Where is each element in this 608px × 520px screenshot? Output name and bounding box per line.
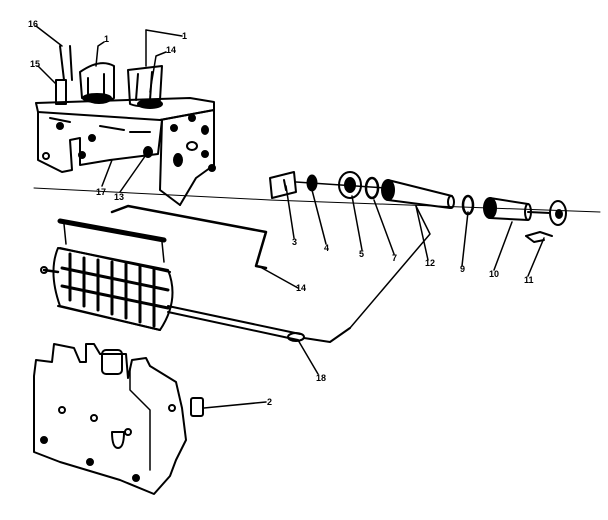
callout-12: 12 (425, 258, 436, 268)
callout-18: 18 (316, 373, 327, 383)
spring-bar (57, 218, 167, 263)
callout-9: 9 (460, 264, 466, 274)
callout-2: 2 (267, 397, 273, 407)
capacitor-left (79, 62, 115, 104)
callout-14-top: 14 (166, 45, 177, 55)
callout-15: 15 (30, 59, 41, 69)
callout-5: 5 (359, 249, 365, 259)
callout-14-wire: 14 (296, 283, 307, 293)
callout-17: 17 (96, 187, 107, 197)
wire-link (110, 204, 268, 270)
callout-7: 7 (392, 253, 398, 263)
callout-13: 13 (114, 192, 125, 202)
end-bracket-11 (525, 200, 567, 243)
shaft-rod (167, 305, 351, 343)
bracket-housing (35, 97, 216, 206)
callout-11: 11 (524, 275, 534, 285)
leader-lines (35, 25, 545, 409)
callout-16: 16 (28, 19, 39, 29)
callout-1-left: 1 (104, 34, 110, 44)
terminal-post (55, 45, 73, 105)
spacer-tube-12 (381, 179, 455, 209)
callout-10: 10 (489, 269, 500, 279)
base-plate-2 (33, 343, 204, 495)
callout-1-right: 1 (182, 31, 188, 41)
rotor-cage (40, 247, 174, 331)
callout-3: 3 (292, 237, 298, 247)
bracket-plate-3 (269, 171, 297, 199)
capacitor-right (127, 65, 163, 109)
callout-4: 4 (324, 243, 330, 253)
